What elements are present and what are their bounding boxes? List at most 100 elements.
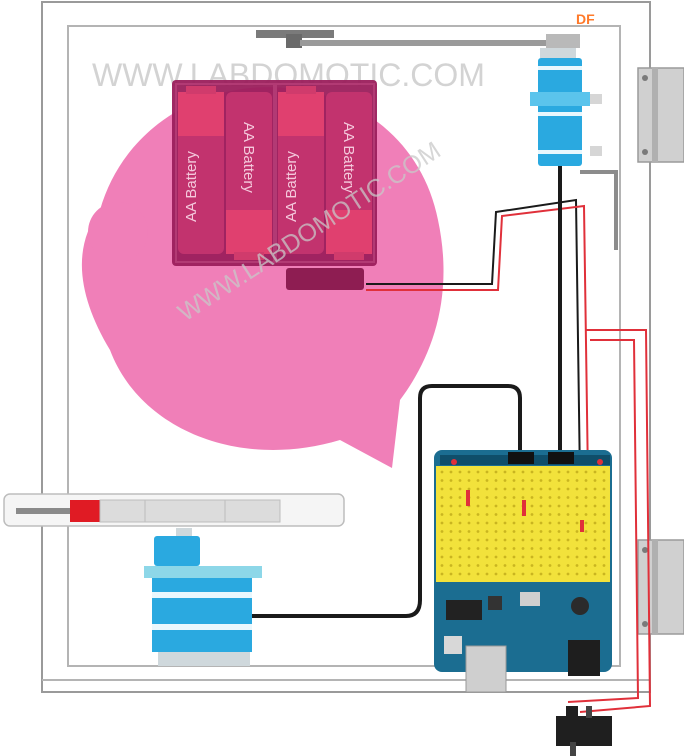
proto-hole	[476, 513, 480, 516]
proto-hole	[521, 496, 525, 499]
proto-hole	[557, 470, 561, 474]
proto-hole	[476, 487, 480, 491]
proto-hole	[575, 487, 579, 491]
proto-hole	[575, 521, 579, 525]
proto-hole	[602, 504, 606, 508]
proto-hole	[593, 504, 597, 508]
proto-hole	[575, 572, 579, 576]
battery-connector	[286, 268, 364, 290]
proto-hole	[512, 521, 516, 525]
proto-hole	[494, 572, 498, 576]
proto-hole	[566, 513, 570, 516]
proto-hole	[449, 487, 453, 491]
proto-hole	[449, 564, 453, 567]
proto-hole	[485, 572, 489, 576]
proto-hole	[539, 487, 543, 491]
proto-hole	[575, 547, 579, 550]
proto-hole	[548, 530, 552, 533]
proto-hole	[512, 564, 516, 567]
battery-holder: AA Battery AA Battery AA Battery AA Batt…	[172, 80, 377, 290]
battery-cell-1: AA Battery	[178, 86, 224, 254]
proto-hole	[467, 572, 471, 576]
proto-hole	[584, 530, 588, 533]
proto-hole	[485, 504, 489, 508]
proto-hole	[566, 564, 570, 567]
battery-label: AA Battery	[240, 122, 257, 193]
proto-hole	[476, 479, 480, 482]
proto-hole	[593, 479, 597, 482]
proto-hole	[503, 470, 507, 474]
proto-hole	[503, 521, 507, 525]
battery-label: AA Battery	[283, 151, 300, 222]
proto-hole	[512, 487, 516, 491]
proto-hole	[584, 496, 588, 499]
proto-hole	[575, 479, 579, 482]
proto-hole	[539, 564, 543, 567]
proto-hole	[494, 521, 498, 525]
proto-hole	[539, 496, 543, 499]
proto-hole	[539, 470, 543, 474]
proto-hole	[503, 513, 507, 516]
proto-hole	[512, 572, 516, 576]
proto-hole	[566, 521, 570, 525]
proto-hole	[476, 572, 480, 576]
proto-hole	[548, 470, 552, 474]
proto-hole	[530, 530, 534, 533]
proto-hole	[494, 504, 498, 508]
proto-hole	[575, 530, 579, 533]
proto-hole	[566, 547, 570, 550]
proto-hole	[548, 547, 552, 550]
proto-hole	[440, 470, 444, 474]
proto-hole	[557, 513, 561, 516]
proto-hole	[476, 530, 480, 533]
proto-hole	[521, 564, 525, 567]
proto-hole	[575, 564, 579, 567]
proto-hole	[476, 547, 480, 550]
proto-hole	[467, 530, 471, 533]
proto-hole	[485, 564, 489, 567]
proto-hole	[503, 504, 507, 508]
proto-hole	[458, 504, 462, 508]
proto-hole	[494, 479, 498, 482]
proto-hole	[494, 555, 498, 559]
corner-mark: DF	[576, 11, 595, 27]
proto-hole	[539, 555, 543, 559]
proto-hole	[458, 470, 462, 474]
proto-hole	[602, 530, 606, 533]
proto-hole	[584, 538, 588, 542]
proto-hole	[530, 521, 534, 525]
proto-hole	[557, 496, 561, 499]
proto-hole	[539, 547, 543, 550]
proto-hole	[494, 538, 498, 542]
proto-hole	[467, 470, 471, 474]
proto-hole	[593, 564, 597, 567]
proto-hole	[566, 538, 570, 542]
usb-port	[465, 645, 507, 693]
proto-hole	[512, 530, 516, 533]
proto-hole	[494, 513, 498, 516]
proto-hole	[458, 538, 462, 542]
proto-hole	[467, 479, 471, 482]
proto-hole	[557, 572, 561, 576]
proto-hole	[503, 530, 507, 533]
latch-hook	[580, 170, 618, 250]
proto-hole	[512, 479, 516, 482]
proto-hole	[458, 572, 462, 576]
proto-hole	[548, 555, 552, 559]
bottom-servo-cable	[252, 384, 522, 618]
proto-hole	[503, 538, 507, 542]
proto-hole	[458, 530, 462, 533]
proto-hole	[530, 496, 534, 499]
proto-hole	[521, 521, 525, 525]
proto-hole	[557, 555, 561, 559]
proto-hole	[458, 521, 462, 525]
proto-hole	[476, 555, 480, 559]
proto-hole	[458, 496, 462, 499]
proto-hole	[458, 547, 462, 550]
proto-hole	[521, 555, 525, 559]
proto-hole	[449, 479, 453, 482]
proto-hole	[485, 496, 489, 499]
proto-hole	[548, 487, 552, 491]
proto-hole	[521, 572, 525, 576]
